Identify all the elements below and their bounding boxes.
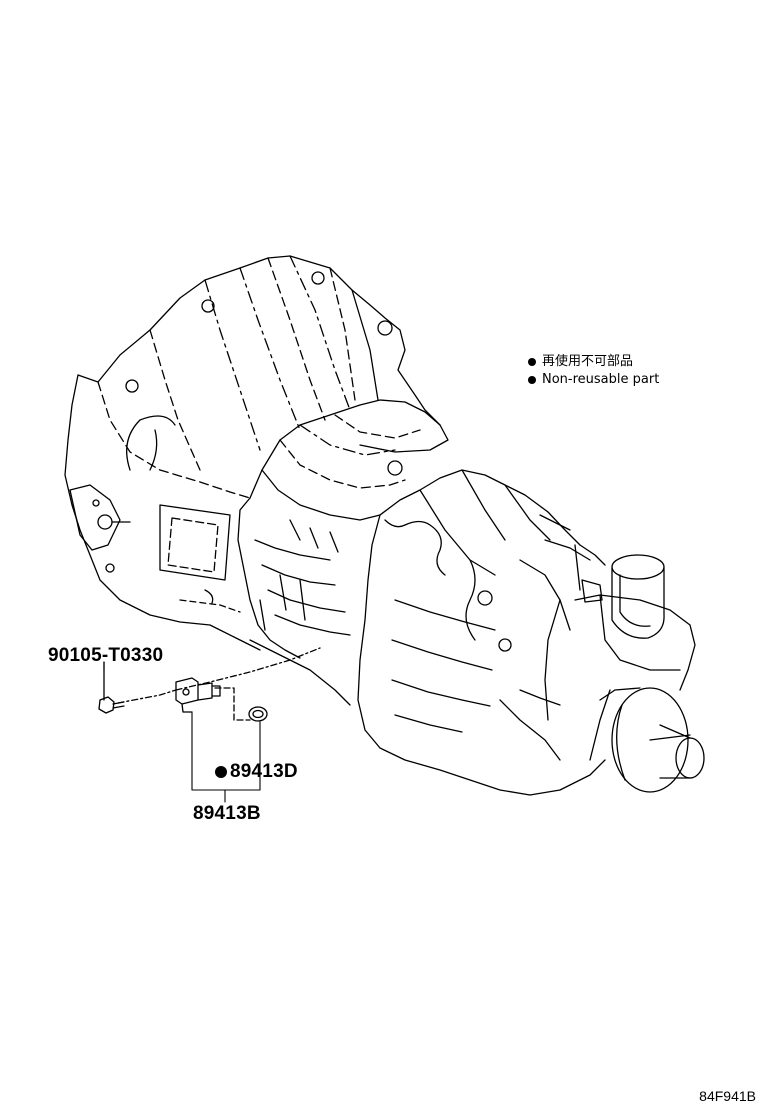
filled-dot-icon xyxy=(528,358,536,366)
bolt-90105-T0330 xyxy=(98,661,125,714)
legend-label-jp: 再使用不可部品 xyxy=(542,354,634,369)
legend-label-en: Non-reusable part xyxy=(542,372,660,387)
transmission-case xyxy=(237,399,441,706)
speed-sensor-89413B xyxy=(175,677,221,713)
o-ring-89413D xyxy=(248,706,268,722)
legend: 再使用不可部品 Non-reusable part xyxy=(528,353,659,389)
extension-housing xyxy=(357,469,611,796)
callout-sensor-assy[interactable]: 89413B xyxy=(193,803,261,824)
bell-housing xyxy=(64,255,449,651)
callout-oring[interactable]: 89413D xyxy=(230,761,298,782)
legend-item-jp: 再使用不可部品 xyxy=(528,353,659,371)
legend-item-en: Non-reusable part xyxy=(528,371,659,389)
filled-dot-icon xyxy=(528,376,536,384)
non-reusable-marker xyxy=(215,766,227,778)
leader-lines xyxy=(103,661,261,803)
diagram-code: 84F941B xyxy=(699,1088,756,1104)
callout-bolt[interactable]: 90105-T0330 xyxy=(48,645,164,666)
output-flange xyxy=(574,554,705,793)
